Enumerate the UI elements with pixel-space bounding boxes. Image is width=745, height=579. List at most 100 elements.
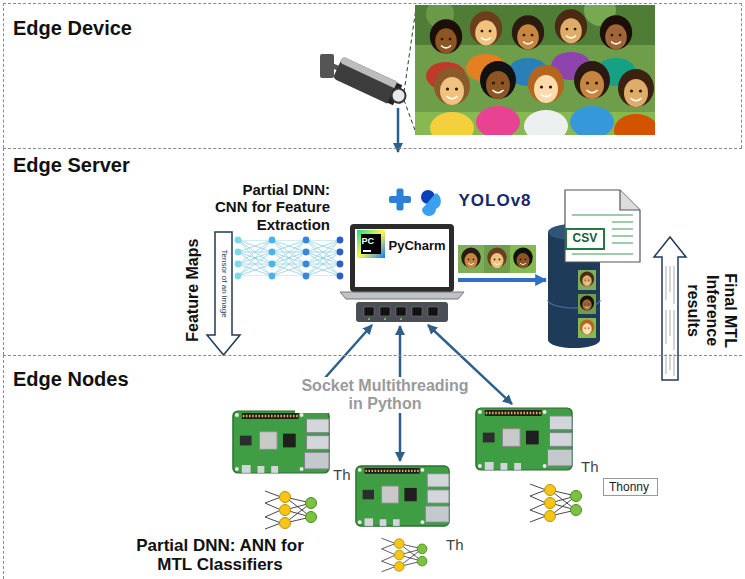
ann-icon (382, 538, 427, 571)
camera-icon (397, 108, 400, 152)
face-crops (510, 245, 536, 273)
yolo-logo (422, 193, 441, 216)
cnn-network (306, 240, 340, 276)
database (580, 319, 594, 334)
logo-text: PC (362, 236, 375, 246)
region-band: Edge Device (3, 3, 742, 148)
yolo-logo (389, 189, 441, 217)
photo (528, 65, 564, 103)
csv-file-icon (620, 190, 640, 210)
network-switch (364, 307, 374, 316)
app-logo: Th (446, 536, 464, 553)
cnn-network (337, 249, 344, 256)
laptop (357, 230, 385, 258)
cnn-network (337, 273, 344, 280)
flow-label: Feature Maps (184, 239, 202, 342)
camera-icon (333, 56, 399, 104)
network-switch (396, 307, 406, 316)
photo (430, 19, 462, 53)
laptop (350, 224, 454, 292)
face-crops (461, 248, 481, 269)
region-heading: Edge Nodes (13, 367, 129, 391)
photo (480, 61, 516, 99)
raspberry-pi (356, 466, 449, 526)
face-crops (513, 248, 533, 269)
yolo-logo (397, 189, 404, 211)
raspberry-pi (476, 408, 572, 470)
photo (555, 9, 587, 43)
network-switch (384, 318, 386, 320)
region-band: Edge Server (3, 148, 742, 355)
cnn-network (235, 237, 242, 244)
arrow-label: Tensor of an image (219, 249, 228, 317)
face-crops (484, 245, 510, 273)
section-caption: Partial DNN: ANN for MTL Classifiers (120, 536, 320, 575)
photo (430, 112, 474, 135)
raspberry-pi (233, 411, 329, 473)
cnn-network (303, 261, 310, 268)
logo-text: YOLOv8 (459, 191, 532, 211)
camera-icon (404, 100, 416, 133)
block-arrow (654, 237, 686, 380)
photo (476, 106, 520, 135)
camera-icon (320, 8, 416, 152)
camera-icon (340, 56, 399, 89)
photo (574, 61, 610, 99)
photo (524, 110, 568, 135)
block-arrow (654, 237, 686, 380)
camera-icon (404, 8, 416, 92)
network-switch (356, 302, 448, 322)
app-logo: Th (581, 458, 599, 475)
cnn-network (269, 261, 276, 268)
cnn-network (235, 237, 344, 280)
cnn-network (272, 240, 306, 276)
logo-text: PyCharm (389, 239, 446, 254)
photo (618, 69, 654, 107)
database (578, 270, 596, 290)
photo (470, 11, 502, 45)
file-badge: CSV (573, 232, 598, 246)
laptop (340, 224, 464, 299)
photo (614, 114, 655, 135)
laptop (340, 292, 464, 299)
laptop (363, 250, 371, 252)
face-crops (487, 248, 507, 269)
photo (434, 67, 470, 105)
network-switch (400, 318, 402, 320)
camera-icon (320, 54, 334, 78)
csv-file-icon (565, 190, 640, 262)
cnn-network (269, 273, 276, 280)
flow-label: Final MTL Inference results (683, 260, 738, 360)
face-crops (458, 245, 484, 273)
photo (570, 106, 614, 135)
face-crops (458, 245, 546, 280)
network-switch (412, 307, 422, 316)
photo (600, 15, 632, 49)
network-switch (428, 307, 438, 316)
network-switch (380, 307, 390, 316)
cnn-network (235, 249, 242, 256)
cnn-network (238, 240, 272, 276)
network-switch (368, 318, 370, 320)
network-switch (356, 302, 448, 322)
app-logo: Th (333, 466, 351, 483)
protocol-label: Socket Multithreading in Python (295, 377, 475, 414)
laptop (361, 234, 381, 254)
laptop (355, 229, 449, 287)
cnn-network (337, 261, 344, 268)
cnn-network (303, 273, 310, 280)
cnn-network (235, 261, 242, 268)
database (580, 271, 594, 286)
block-arrow (207, 232, 240, 355)
database (578, 294, 596, 314)
csv-file-icon (566, 229, 604, 249)
region-heading: Edge Device (13, 16, 132, 40)
face-crops (458, 278, 546, 282)
cnn-network (303, 249, 310, 256)
ann-icon (265, 491, 317, 529)
cnn-network (303, 237, 310, 244)
photo (512, 15, 544, 49)
photo (415, 5, 655, 135)
cnn-network (235, 273, 242, 280)
